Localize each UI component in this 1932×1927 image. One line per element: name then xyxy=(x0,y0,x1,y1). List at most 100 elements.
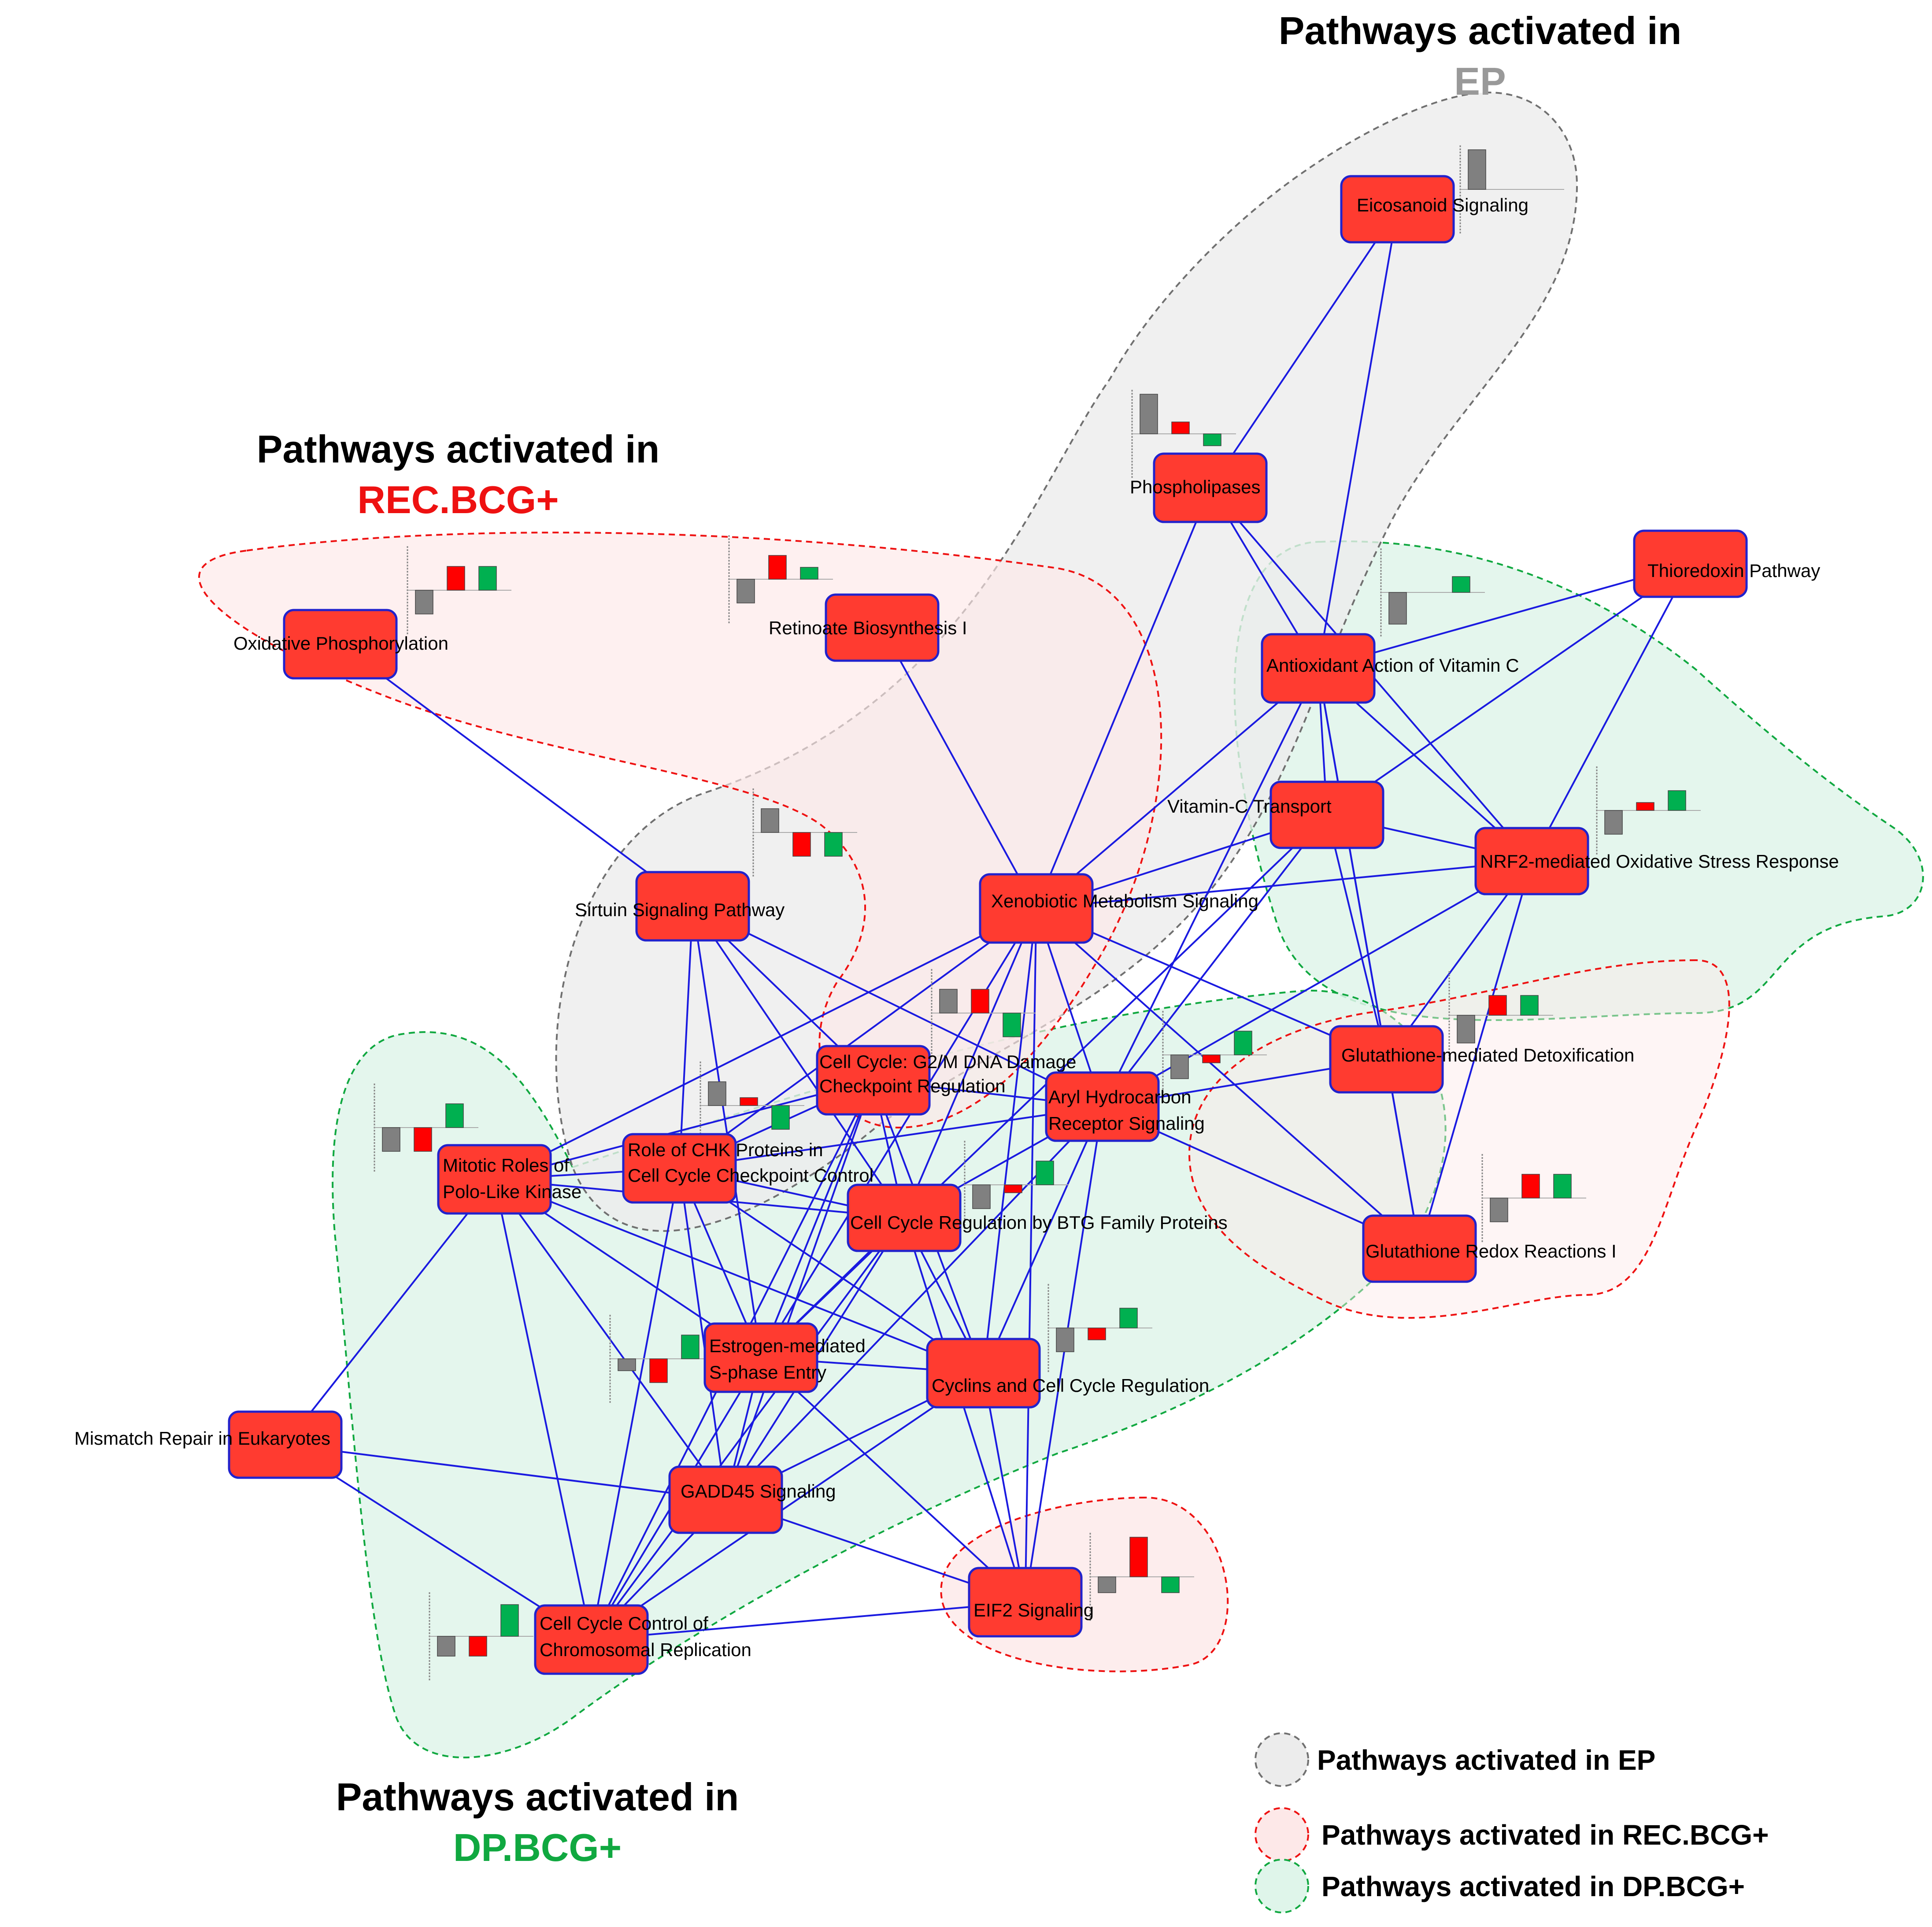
bar-glyph-eicosanoid xyxy=(1459,145,1564,233)
node-gsh_detox[interactable]: Glutathione-mediated Detoxification xyxy=(1329,1025,1634,1094)
node-vitc_transport[interactable]: Vitamin-C Transport xyxy=(1167,780,1384,849)
node-box[interactable] xyxy=(1633,529,1748,598)
edge-mitotic_polo-cyclins xyxy=(494,1178,984,1374)
node-box[interactable] xyxy=(622,1133,737,1204)
node-label: Xenobiotic Metabolism Signaling xyxy=(991,891,1258,911)
node-box[interactable] xyxy=(1045,1071,1160,1142)
edge-vitc_action-ahr xyxy=(1101,668,1319,1107)
title-dp: Pathways activated in DP.BCG+ xyxy=(336,1775,739,1869)
node-xenobiotic[interactable]: Xenobiotic Metabolism Signaling xyxy=(979,873,1258,944)
node-cyclins[interactable]: Cyclins and Cell Cycle Regulation xyxy=(926,1338,1209,1409)
node-retinoate[interactable]: Retinoate Biosynthesis I xyxy=(769,593,967,662)
node-box[interactable] xyxy=(1340,175,1455,244)
node-label: Cell Cycle Checkpoint Control xyxy=(628,1165,873,1186)
node-oxphos[interactable]: Oxidative Phosphorylation xyxy=(233,609,448,680)
edge-thioredoxin-vitc_transport xyxy=(1326,563,1691,816)
node-box[interactable] xyxy=(1474,827,1589,895)
edge-thioredoxin-vitc_action xyxy=(1318,563,1691,669)
node-btg[interactable]: Cell Cycle Regulation by BTG Family Prot… xyxy=(847,1184,1228,1252)
legend-label-rec: Pathways activated in REC.BCG+ xyxy=(1321,1819,1769,1851)
node-box[interactable] xyxy=(1362,1214,1477,1283)
node-label: Mismatch Repair in Eukaryotes xyxy=(74,1428,330,1449)
bar-dp-retinoate xyxy=(800,567,818,580)
bar-dp-vitc_action xyxy=(1452,576,1470,593)
node-box[interactable] xyxy=(228,1410,343,1479)
edge-xenobiotic-gsh_detox xyxy=(1036,907,1387,1060)
node-label: Vitamin-C Transport xyxy=(1167,796,1332,817)
bar-ep-gsh_redox xyxy=(1490,1198,1508,1222)
node-box[interactable] xyxy=(825,593,940,662)
edge-sirtuin-btg xyxy=(692,906,905,1219)
bar-rec-gsh_detox xyxy=(1488,995,1507,1016)
node-eicosanoid[interactable]: Eicosanoid Signaling xyxy=(1340,175,1529,244)
bar-ep-gsh_detox xyxy=(1457,1015,1475,1043)
bar-glyph-sirtuin xyxy=(752,788,857,877)
bar-rec-btg xyxy=(1004,1184,1022,1193)
node-mismatch[interactable]: Mismatch Repair in Eukaryotes xyxy=(74,1410,343,1479)
node-label: Phospholipases xyxy=(1130,477,1261,497)
node-label: Receptor Signaling xyxy=(1048,1113,1205,1134)
bar-rec-gsh_redox xyxy=(1521,1174,1540,1198)
node-box[interactable] xyxy=(1261,633,1376,704)
bar-dp-oxphos xyxy=(478,566,497,591)
bar-ep-nrf2 xyxy=(1604,810,1623,835)
bar-ep-cyclins xyxy=(1056,1328,1074,1352)
node-box[interactable] xyxy=(534,1604,649,1675)
node-box[interactable] xyxy=(437,1144,552,1215)
bar-rec-oxphos xyxy=(447,566,465,591)
node-box[interactable] xyxy=(816,1045,931,1116)
edge-oxphos-sirtuin xyxy=(340,643,693,907)
node-box[interactable] xyxy=(668,1465,783,1534)
bar-glyphs-layer xyxy=(374,145,1701,1680)
region-dp-upper xyxy=(1233,540,1924,1021)
node-box[interactable] xyxy=(635,871,750,942)
node-chrom_rep[interactable]: Cell Cycle Control of Chromosomal Replica… xyxy=(534,1604,751,1675)
title-ep-line2: EP xyxy=(1454,59,1506,103)
node-label: Cell Cycle Control of xyxy=(540,1613,708,1634)
bar-glyph-cyclins xyxy=(1047,1284,1152,1372)
node-box[interactable] xyxy=(703,1322,818,1393)
edge-chrom_rep-eif2 xyxy=(591,1601,1025,1641)
nodes-layer: Eicosanoid SignalingPhospholipasesThiore… xyxy=(74,175,1839,1675)
node-box[interactable] xyxy=(1153,452,1268,523)
node-gadd45[interactable]: GADD45 Signaling xyxy=(668,1465,836,1534)
node-label: Aryl Hydrocarbon xyxy=(1048,1087,1191,1107)
node-gsh_redox[interactable]: Glutathione Redox Reactions I xyxy=(1362,1214,1617,1283)
node-box[interactable] xyxy=(847,1184,962,1252)
cluster-regions xyxy=(198,91,1924,1759)
edge-xenobiotic-chk xyxy=(679,907,1037,1169)
node-label: EIF2 Signaling xyxy=(973,1600,1094,1620)
node-vitc_action[interactable]: Antioxidant Action of Vitamin C xyxy=(1261,633,1519,704)
node-box[interactable] xyxy=(926,1338,1041,1409)
node-box[interactable] xyxy=(1269,780,1384,849)
edge-cyclins-chrom_rep xyxy=(591,1372,984,1641)
node-box[interactable] xyxy=(1329,1025,1444,1094)
node-label: Eicosanoid Signaling xyxy=(1357,195,1529,215)
node-box[interactable] xyxy=(968,1567,1083,1638)
edge-cyclins-eif2 xyxy=(982,1373,1026,1602)
edge-eicosanoid-phospholipases xyxy=(1209,208,1399,488)
node-box[interactable] xyxy=(979,873,1094,944)
node-nrf2[interactable]: NRF2-mediated Oxidative Stress Response xyxy=(1474,827,1839,895)
node-eif2[interactable]: EIF2 Signaling xyxy=(968,1567,1094,1638)
region-rec-top xyxy=(198,532,1162,1129)
node-phospholipases[interactable]: Phospholipases xyxy=(1130,452,1268,523)
node-label: Sirtuin Signaling Pathway xyxy=(575,899,785,920)
node-label: Chromosomal Replication xyxy=(540,1639,751,1660)
edge-g2m-gadd45 xyxy=(725,1080,874,1500)
bar-glyph-mitotic_polo xyxy=(374,1084,478,1172)
node-box[interactable] xyxy=(283,609,398,680)
node-sirtuin[interactable]: Sirtuin Signaling Pathway xyxy=(575,871,785,942)
node-label: Antioxidant Action of Vitamin C xyxy=(1266,655,1519,676)
title-rec: Pathways activated in REC.BCG+ xyxy=(257,427,660,522)
bar-dp-btg xyxy=(1036,1161,1054,1185)
node-label: Polo-Like Kinase xyxy=(443,1181,581,1202)
bar-ep-g2m xyxy=(939,989,958,1013)
bar-dp-sirtuin xyxy=(824,832,843,857)
node-thioredoxin[interactable]: Thioredoxin Pathway xyxy=(1633,529,1820,598)
